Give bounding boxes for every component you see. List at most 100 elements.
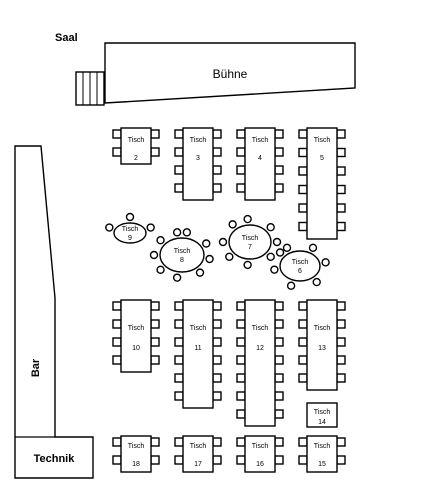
chair (266, 252, 275, 261)
chair (298, 147, 308, 158)
table-top (244, 127, 276, 201)
table-number: 14 (318, 419, 326, 426)
bar: Bar Technik (14, 145, 94, 479)
table-number: 16 (256, 461, 264, 468)
chair (146, 223, 155, 232)
chair (156, 236, 165, 245)
table-top (306, 127, 338, 240)
chair (274, 319, 284, 329)
chair (125, 212, 135, 222)
table-top (120, 435, 152, 473)
chair (218, 237, 228, 247)
chair (286, 281, 296, 290)
chair (274, 437, 284, 447)
table-9[interactable]: Tisch 9 (105, 212, 155, 244)
chair (298, 166, 308, 176)
table-word: Tisch (252, 137, 269, 144)
chair (336, 319, 346, 329)
table-number: 11 (194, 345, 201, 352)
chair (174, 165, 184, 175)
chair (112, 129, 122, 139)
chair (212, 129, 222, 139)
table-top (182, 127, 214, 201)
chair (174, 455, 184, 465)
chair (270, 265, 279, 274)
table-top (279, 250, 321, 282)
chair (112, 301, 122, 311)
chair (112, 147, 122, 157)
chair (336, 166, 346, 176)
chair (172, 273, 182, 282)
chair (336, 337, 346, 347)
chair (105, 223, 114, 232)
chair (336, 373, 346, 383)
chair (212, 183, 222, 193)
chair (236, 129, 246, 139)
chair (308, 243, 318, 253)
chair (298, 129, 308, 139)
table-14[interactable]: Tisch 14 (306, 402, 338, 428)
chair (112, 319, 122, 329)
chair (236, 147, 246, 157)
chair (150, 319, 160, 329)
chair (150, 455, 160, 465)
bar-counter (14, 145, 94, 479)
chair (274, 391, 284, 401)
chair (298, 455, 308, 465)
table-number: 13 (318, 345, 326, 352)
chair (212, 319, 222, 329)
chair (298, 221, 308, 232)
chair (236, 337, 246, 347)
bar-label: Bar (30, 358, 42, 377)
chair (274, 337, 284, 347)
table-number: 12 (256, 345, 264, 352)
chair (236, 373, 246, 383)
chair (274, 147, 284, 157)
chair (336, 355, 346, 365)
table-number: 9 (128, 235, 132, 242)
chair (243, 260, 252, 270)
table-top (113, 222, 147, 244)
chair (236, 319, 246, 329)
chair (225, 252, 234, 261)
chair (150, 129, 160, 139)
chair (212, 373, 222, 383)
table-number: 17 (194, 461, 202, 468)
chair (274, 455, 284, 465)
table-word: Tisch (252, 443, 269, 450)
chair (298, 373, 308, 383)
chair (212, 455, 222, 465)
table-word: Tisch (122, 226, 139, 233)
chair (212, 437, 222, 447)
table-word: Tisch (190, 443, 207, 450)
chair (336, 455, 346, 465)
table-number: 18 (132, 461, 140, 468)
chair (228, 220, 237, 229)
chair (212, 337, 222, 347)
table-top (120, 127, 152, 165)
chair (174, 337, 184, 347)
chair (243, 214, 252, 224)
table-16[interactable]: Tisch 16 (236, 435, 284, 473)
chair (212, 355, 222, 365)
chair (236, 455, 246, 465)
table-top (244, 435, 276, 473)
table-number: 15 (318, 461, 326, 468)
chair (236, 391, 246, 401)
table-17[interactable]: Tisch 17 (174, 435, 222, 473)
table-word: Tisch (314, 409, 331, 416)
chair (112, 455, 122, 465)
